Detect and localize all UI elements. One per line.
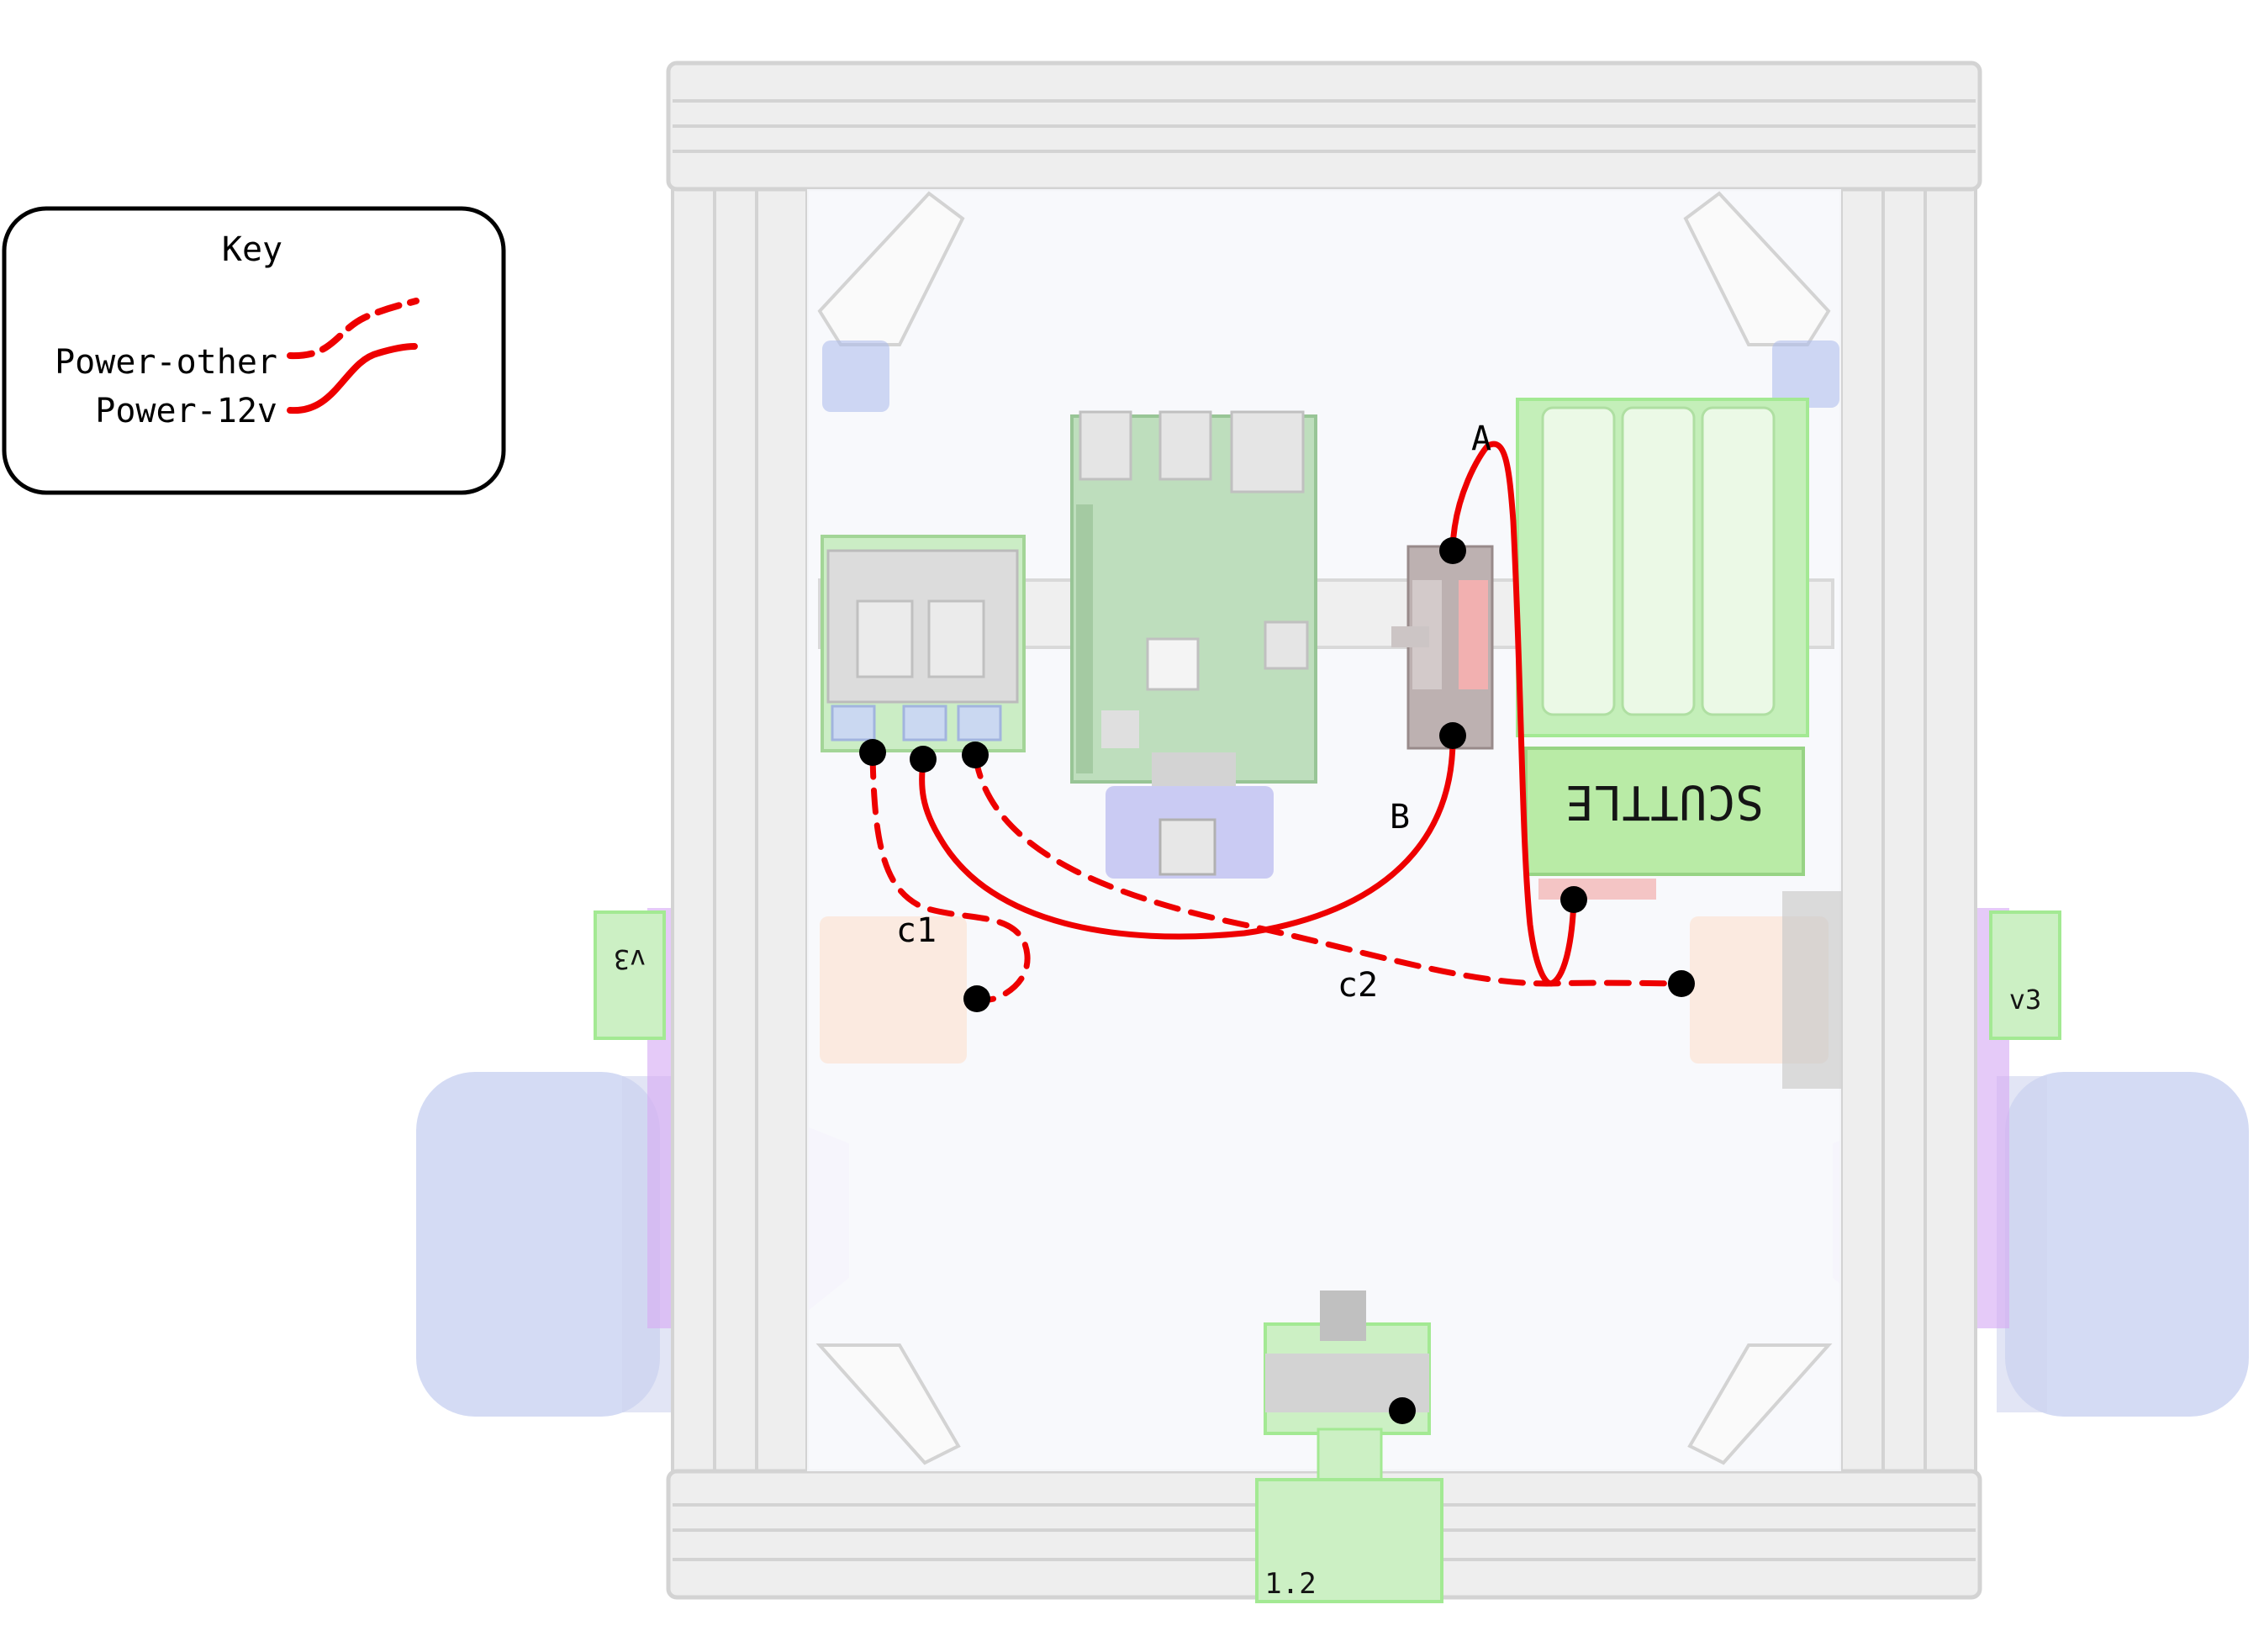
battery-pack: SCUTTLE [1516, 398, 1809, 900]
terminals [859, 537, 1695, 1424]
version-label: 1.2 [1264, 1567, 1316, 1601]
terminal-caster [1389, 1397, 1416, 1424]
v3-left-label: v3 [614, 943, 646, 975]
key-label-power-other: Power-other [55, 343, 277, 382]
label-b: B [1390, 798, 1410, 837]
terminal-a-top [1439, 537, 1466, 564]
key-label-power-12v: Power-12v [95, 392, 277, 430]
right-motor-cap [1782, 891, 1841, 1089]
key-swatch-power-12v [287, 343, 418, 414]
wires [869, 441, 1686, 1003]
left-v3-bracket: v3 [594, 910, 666, 1040]
terminal-driver-3 [962, 742, 989, 768]
right-wheel [1997, 1072, 2249, 1417]
wire-c1 [869, 752, 1031, 1003]
terminal-left-motor [963, 985, 990, 1012]
label-c2: c2 [1338, 966, 1378, 1005]
left-rail [671, 179, 809, 1494]
right-v3-bracket: v3 [1989, 910, 2061, 1040]
left-wheel [416, 1072, 673, 1417]
wire-b [919, 732, 1456, 940]
key-swatch-power-other [287, 298, 420, 360]
key-box [2, 206, 506, 495]
top-extrusion [666, 61, 1982, 192]
terminal-driver-2 [910, 746, 937, 773]
blue-bumper-left [822, 340, 889, 412]
v3-right-label: v3 [2009, 984, 2042, 1016]
wire-c2 [972, 752, 1686, 987]
terminal-right-motor [1668, 970, 1695, 997]
right-rail [1839, 179, 1977, 1494]
scuttle-label: SCUTTLE [1565, 774, 1764, 829]
label-c1: c1 [896, 911, 937, 950]
corner-bracket-bl [815, 1343, 961, 1465]
key-title: Key [222, 230, 282, 269]
corner-bracket-tr [1683, 191, 1831, 346]
robot-chassis: v3 v3 [416, 61, 2249, 1603]
corner-bracket-br [1687, 1343, 1833, 1465]
label-a: A [1471, 420, 1491, 458]
key-legend: Key Power-other Power-12v [2, 206, 506, 495]
motor-driver-board [821, 535, 1026, 752]
terminal-driver-1 [859, 739, 886, 766]
terminal-block [1391, 545, 1494, 750]
left-motor [820, 916, 967, 1064]
corner-bracket-tl [817, 191, 965, 346]
front-caster: 1.2 [1255, 1290, 1443, 1603]
raspberry-pi-board [1070, 410, 1317, 786]
blue-bumper-right [1772, 340, 1839, 408]
terminal-battery-switch [1560, 886, 1587, 913]
terminal-b-bottom [1439, 722, 1466, 749]
